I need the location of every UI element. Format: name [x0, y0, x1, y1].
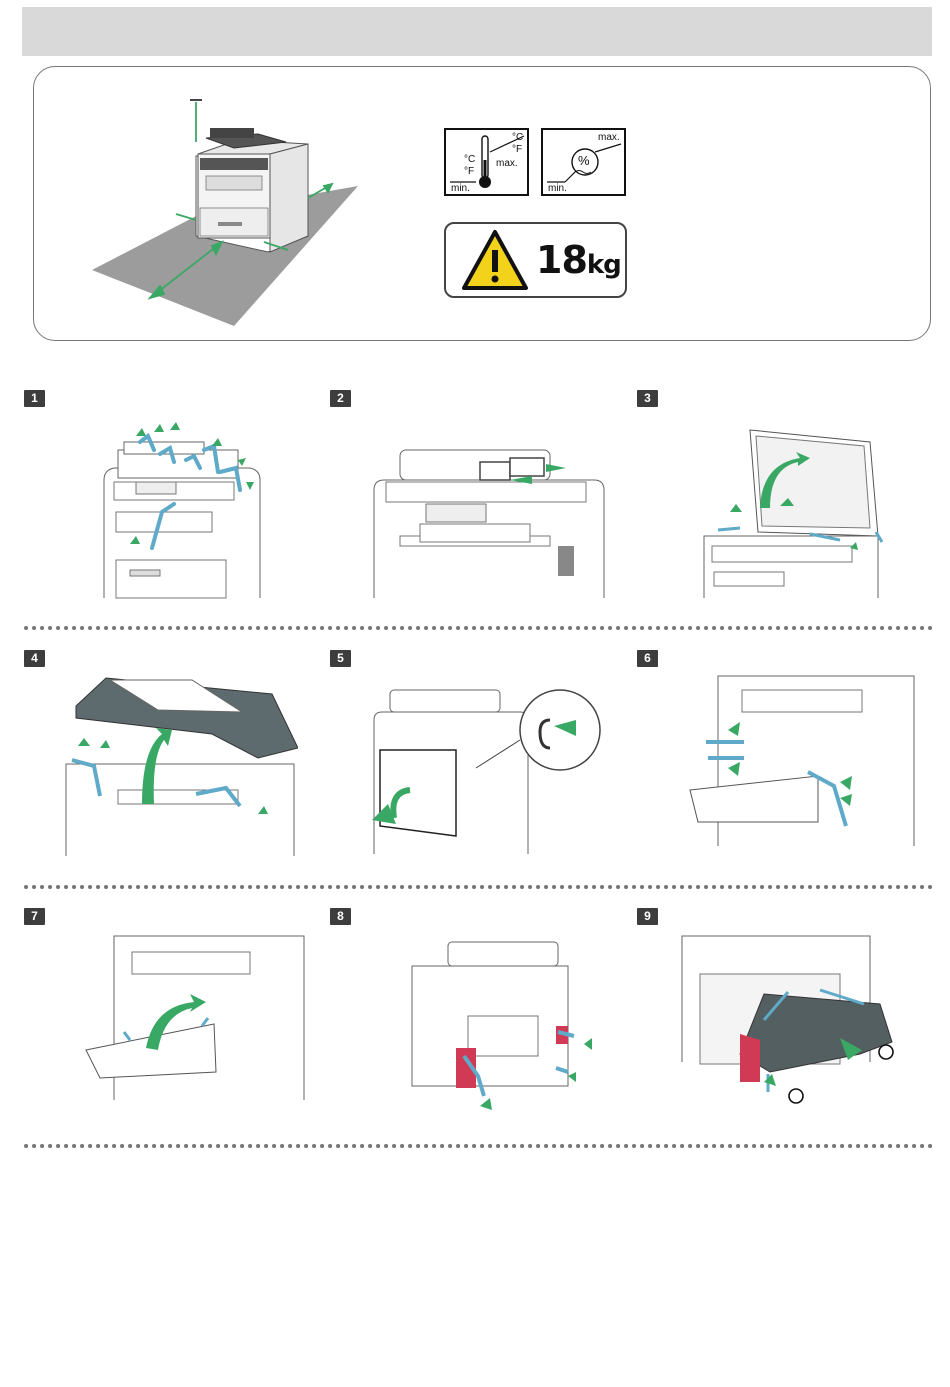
temperature-fahrenheit-label: °F: [464, 166, 474, 177]
step-badge-4: 4: [24, 650, 45, 667]
warning-triangle-icon: [460, 228, 530, 292]
temperature-min-label: min.: [451, 183, 470, 194]
step-3-illustration: [700, 424, 890, 600]
installation-space-illustration: [88, 96, 368, 330]
humidity-range-icon: % min. max.: [541, 128, 626, 196]
humidity-max-label: max.: [598, 132, 620, 143]
header-bar: [22, 7, 932, 56]
temperature-celsius-max-label: °C: [512, 132, 523, 143]
row-separator-1: [22, 625, 940, 631]
temperature-max-label: max.: [496, 158, 518, 169]
step-badge-7: 7: [24, 908, 45, 925]
step-7-illustration: [84, 932, 306, 1102]
step-6-illustration: [688, 672, 916, 848]
step-2-illustration: [370, 440, 610, 600]
step-badge-3: 3: [637, 390, 658, 407]
step-badge-9: 9: [637, 908, 658, 925]
weight-label: 18kg: [536, 238, 621, 282]
step-1-illustration: [100, 420, 265, 600]
step-badge-1: 1: [24, 390, 45, 407]
step-badge-6: 6: [637, 650, 658, 667]
step-5-illustration: [370, 680, 610, 856]
step-8-illustration: [408, 936, 598, 1116]
humidity-percent-label: %: [578, 153, 590, 168]
step-badge-2: 2: [330, 390, 351, 407]
temperature-celsius-label: °C: [464, 154, 475, 165]
weight-caution-box: 18kg: [444, 222, 627, 298]
step-badge-8: 8: [330, 908, 351, 925]
temperature-range-icon: °C °F min. °C °F max.: [444, 128, 529, 196]
humidity-min-label: min.: [548, 183, 567, 194]
step-4-illustration: [62, 674, 298, 858]
weight-value: 18: [536, 238, 587, 282]
row-separator-2: [22, 884, 940, 890]
step-9-illustration: [680, 934, 912, 1110]
weight-unit: kg: [587, 250, 621, 280]
step-badge-5: 5: [330, 650, 351, 667]
row-separator-3: [22, 1143, 940, 1149]
temperature-fahrenheit-max-label: °F: [512, 144, 522, 155]
